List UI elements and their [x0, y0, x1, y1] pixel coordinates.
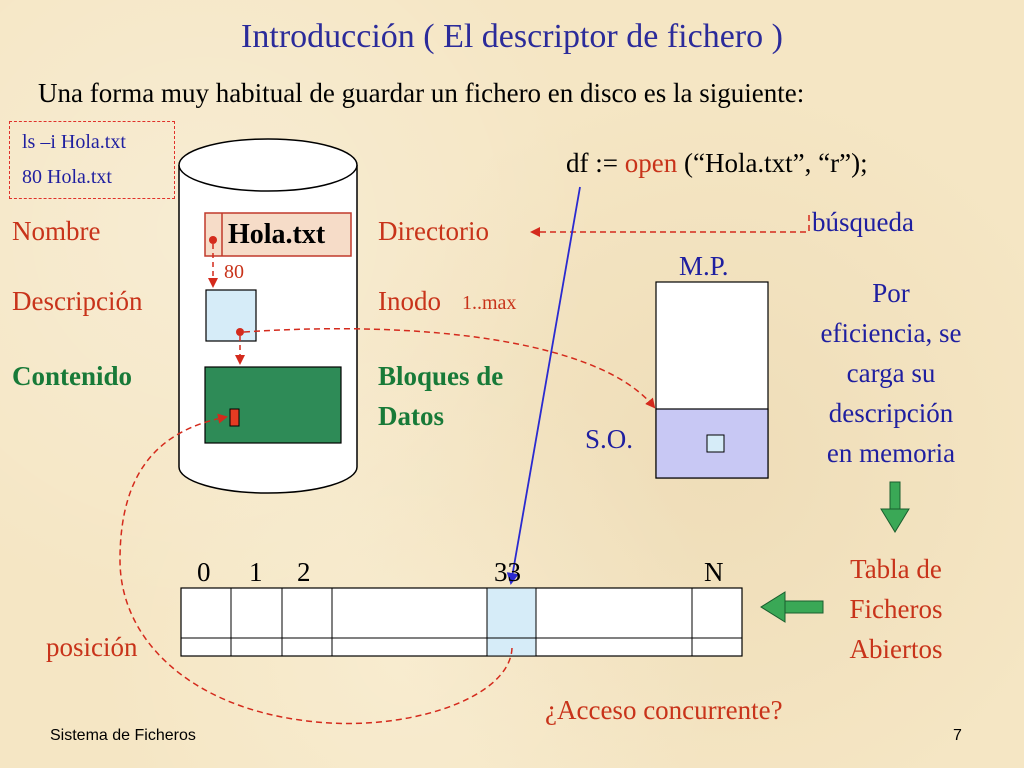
description-label: Descripción: [12, 286, 143, 316]
inode-label: Inodo: [378, 286, 441, 316]
efficiency-line-5: en memoria: [826, 438, 956, 468]
directory-label: Directorio: [378, 216, 489, 246]
inode-pointer-dot: [236, 328, 244, 336]
open-files-table: [180, 587, 743, 657]
directory-pointer-dot: [209, 236, 217, 244]
table-index-0: 0: [197, 557, 211, 587]
name-label: Nombre: [12, 216, 101, 246]
command-box: [9, 121, 175, 199]
file-name: Hola.txt: [228, 219, 326, 250]
slide-title: Introducción ( El descriptor de fichero …: [241, 18, 783, 55]
inode-box: [205, 289, 257, 342]
arrow-df-to-entry: [506, 186, 581, 585]
table-index-n: N: [704, 557, 724, 587]
table-index-33: 33: [494, 557, 521, 587]
open-call-function: open: [624, 148, 678, 178]
open-files-table-line-3: Abiertos: [849, 634, 943, 664]
position-label: posición: [46, 632, 138, 662]
concurrent-access-question: ¿Acceso concurrente?: [545, 695, 783, 725]
search-label: búsqueda: [812, 207, 914, 237]
open-call-prefix: df :=: [566, 148, 625, 178]
inode-range: 1..max: [462, 292, 517, 314]
efficiency-line-3: carga su: [846, 358, 936, 388]
arrow-search-to-directory: [530, 215, 810, 237]
data-blocks-label-line2: Datos: [378, 401, 444, 431]
slide-subtitle: Una forma muy habitual de guardar un fic…: [38, 78, 805, 108]
data-block-box: [204, 366, 342, 444]
open-call: df := open (“Hola.txt”, “r”);: [566, 148, 868, 179]
directory-entry-box: [204, 212, 352, 257]
data-blocks-label-line1: Bloques de: [378, 361, 504, 391]
efficiency-line-1: Por: [872, 278, 910, 308]
efficiency-line-4: descripción: [828, 398, 954, 428]
green-down-arrow: [880, 481, 910, 533]
inode-number: 80: [224, 261, 244, 283]
command-line-1: ls –i Hola.txt: [22, 131, 126, 153]
arrow-position-to-data: [119, 413, 513, 725]
os-area: [655, 408, 769, 479]
content-label: Contenido: [12, 361, 133, 391]
open-files-table-line-2: Ficheros: [849, 594, 943, 624]
command-line-2: 80 Hola.txt: [22, 166, 112, 188]
green-left-arrow: [760, 591, 824, 623]
memory-inode-copy: [706, 434, 725, 453]
table-index-2: 2: [297, 557, 311, 587]
efficiency-line-2: eficiencia, se: [820, 318, 962, 348]
open-call-args: (“Hola.txt”, “r”);: [677, 148, 868, 178]
open-files-table-line-1: Tabla de: [850, 554, 942, 584]
arrow-inode-to-memory: [243, 327, 656, 409]
footer-page-number: 7: [953, 727, 962, 744]
os-label: S.O.: [585, 424, 634, 454]
table-index-1: 1: [249, 557, 263, 587]
main-memory-label: M.P.: [679, 251, 729, 281]
data-position-marker: [229, 408, 240, 427]
footer-course: Sistema de Ficheros: [50, 727, 196, 744]
